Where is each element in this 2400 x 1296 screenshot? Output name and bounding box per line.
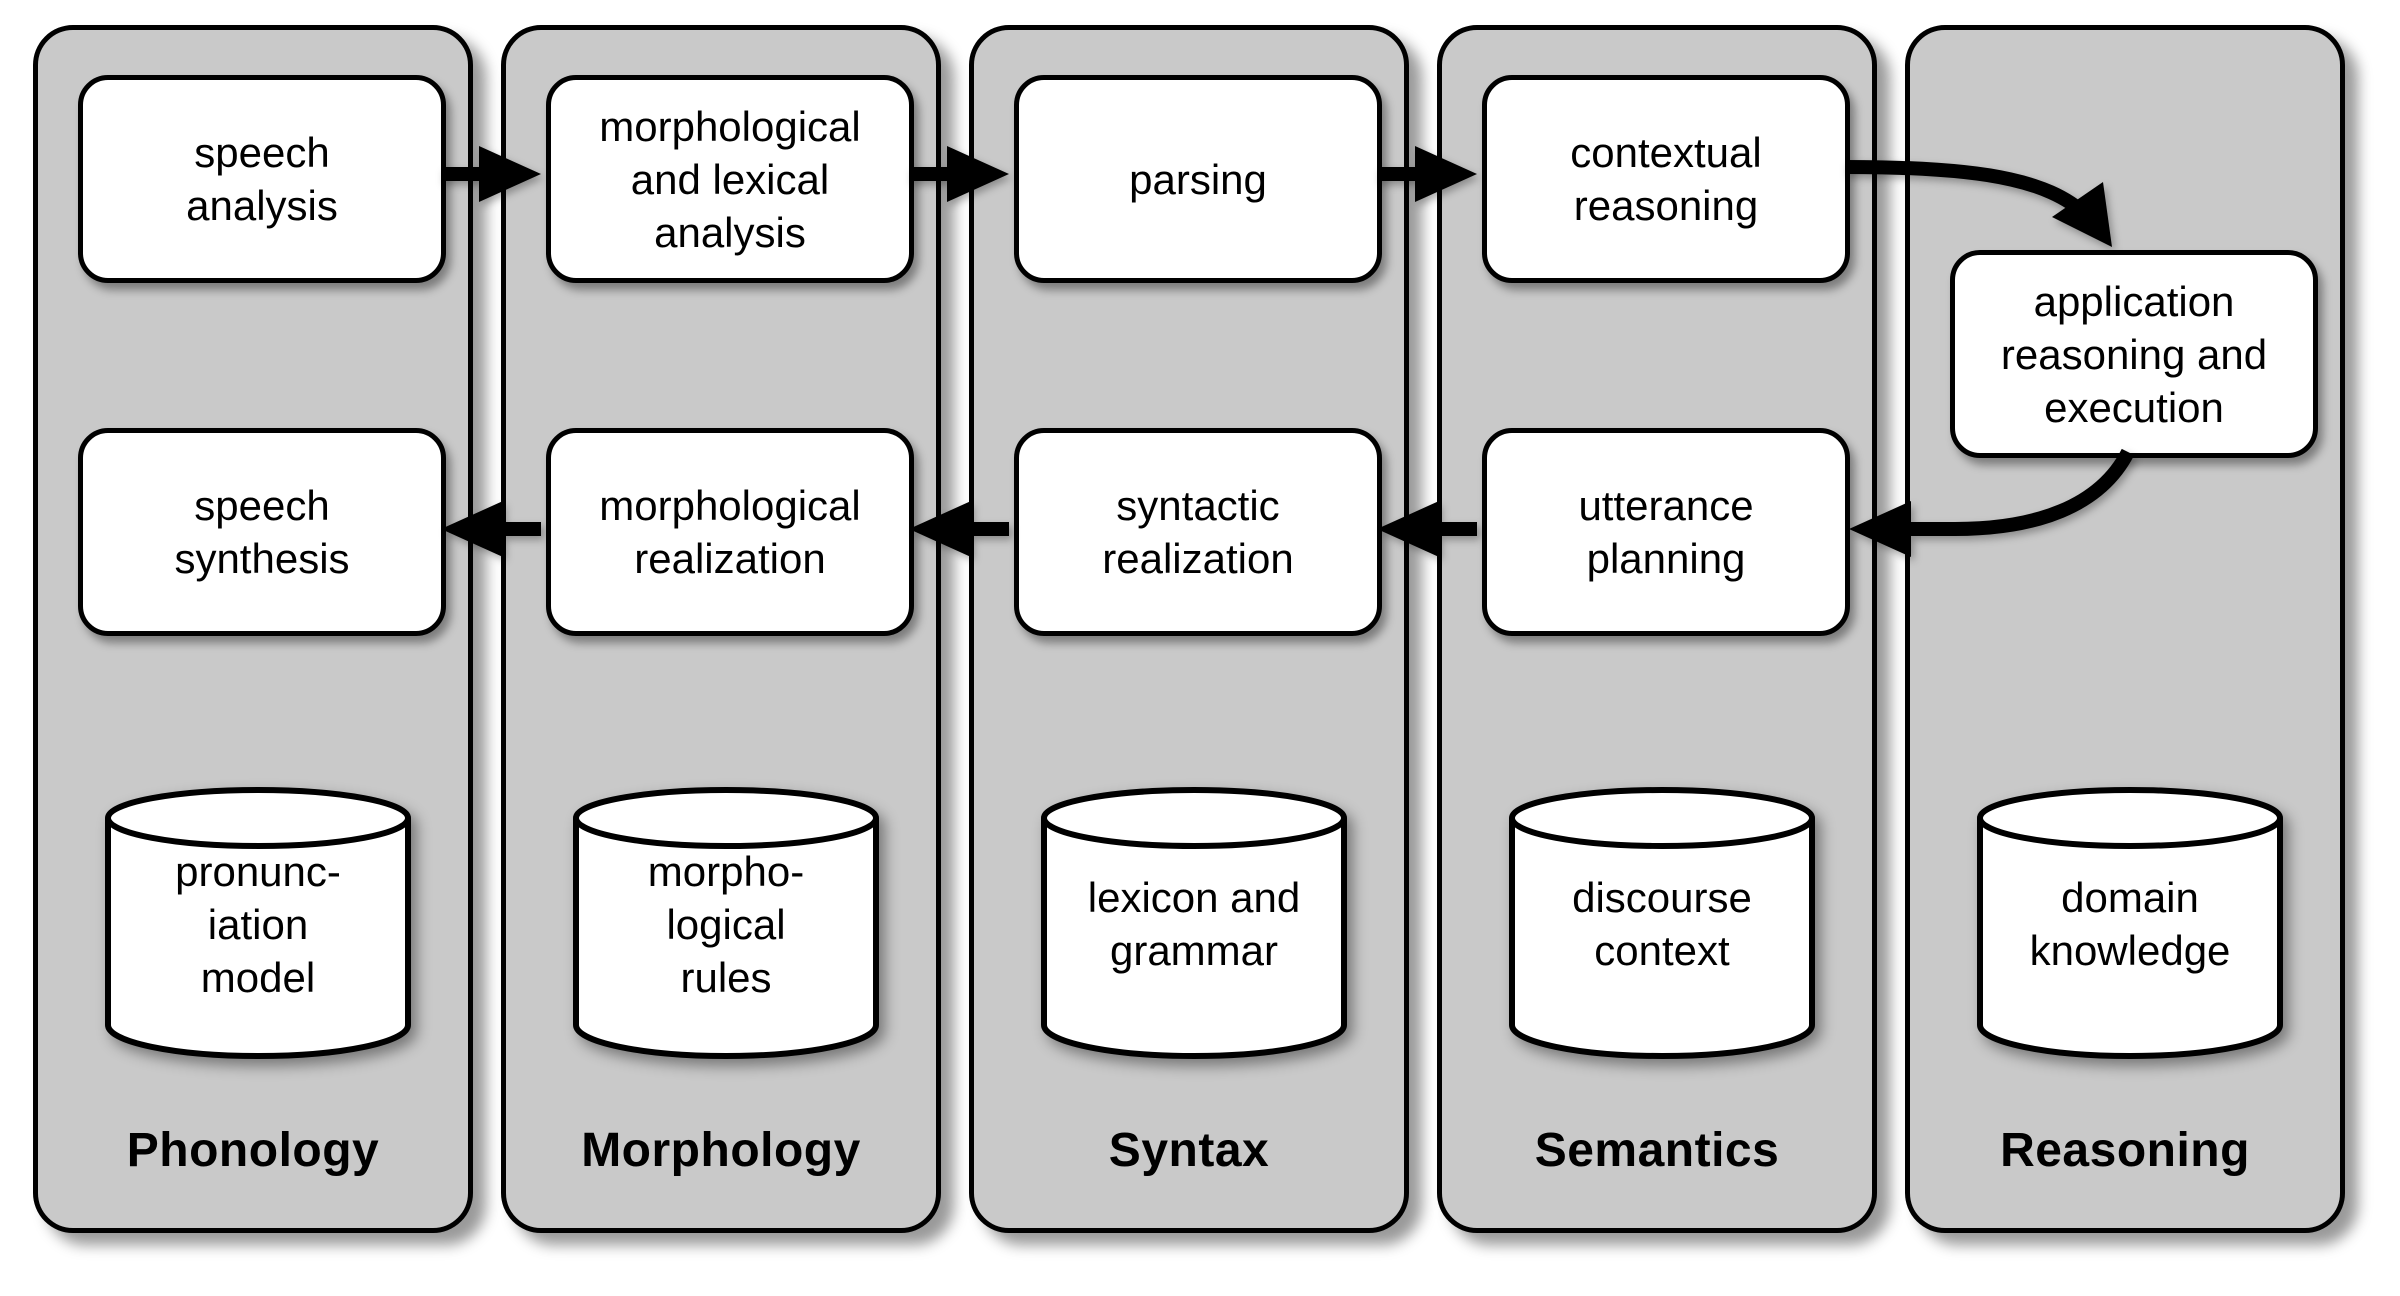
process-box-application-reasoning-execution: application reasoning and execution <box>1950 250 2318 458</box>
process-box-label: speech analysis <box>186 129 338 229</box>
data-store-label: lexicon and grammar <box>1087 874 1301 974</box>
data-store-label: pronunc- iation model <box>175 847 341 1001</box>
column-syntax: parsing syntactic realization lexicon an… <box>969 25 1409 1233</box>
process-box-contextual-reasoning: contextual reasoning <box>1482 75 1850 283</box>
process-box-label: utterance planning <box>1578 482 1754 582</box>
column-reasoning: application reasoning and execution doma… <box>1905 25 2345 1233</box>
process-box-label: parsing <box>1129 155 1267 203</box>
data-store-label: discourse context <box>1572 874 1752 974</box>
data-store-lexicon-grammar: lexicon and grammar <box>1041 787 1347 1059</box>
process-box-speech-synthesis: speech synthesis <box>78 428 446 636</box>
column-label-morphology: Morphology <box>581 1123 861 1177</box>
column-label-syntax: Syntax <box>1108 1123 1270 1177</box>
cylinder-icon <box>1977 787 2283 1059</box>
column-morphology: morphological and lexical analysis morph… <box>501 25 941 1233</box>
process-box-morphological-realization: morphological realization <box>546 428 914 636</box>
data-store-label: morpho- logical rules <box>647 847 805 1001</box>
column-phonology: speech analysis speech synthesis pronunc… <box>33 25 473 1233</box>
column-label-reasoning: Reasoning <box>2000 1123 2250 1177</box>
process-box-morphological-lexical-analysis: morphological and lexical analysis <box>546 75 914 283</box>
process-box-utterance-planning: utterance planning <box>1482 428 1850 636</box>
process-box-label: syntactic realization <box>1102 482 1294 582</box>
cylinder-icon <box>573 787 879 1059</box>
column-semantics: contextual reasoning utterance planning … <box>1437 25 1877 1233</box>
process-box-label: morphological realization <box>599 482 861 582</box>
process-box-parsing: parsing <box>1014 75 1382 283</box>
cylinder-icon <box>105 787 411 1059</box>
process-box-label: morphological and lexical analysis <box>599 102 861 256</box>
process-box-label: speech synthesis <box>174 482 350 582</box>
data-store-discourse-context: discourse context <box>1509 787 1815 1059</box>
cylinder-icon <box>1041 787 1347 1059</box>
process-box-label: application reasoning and execution <box>2000 277 2268 431</box>
column-label-phonology: Phonology <box>126 1123 380 1177</box>
process-box-syntactic-realization: syntactic realization <box>1014 428 1382 636</box>
data-store-pronunciation-model: pronunc- iation model <box>105 787 411 1059</box>
column-label-semantics: Semantics <box>1534 1123 1780 1177</box>
process-box-label: contextual reasoning <box>1570 129 1762 229</box>
cylinder-icon <box>1509 787 1815 1059</box>
process-box-speech-analysis: speech analysis <box>78 75 446 283</box>
data-store-morphological-rules: morpho- logical rules <box>573 787 879 1059</box>
data-store-label: domain knowledge <box>2029 874 2231 974</box>
data-store-domain-knowledge: domain knowledge <box>1977 787 2283 1059</box>
